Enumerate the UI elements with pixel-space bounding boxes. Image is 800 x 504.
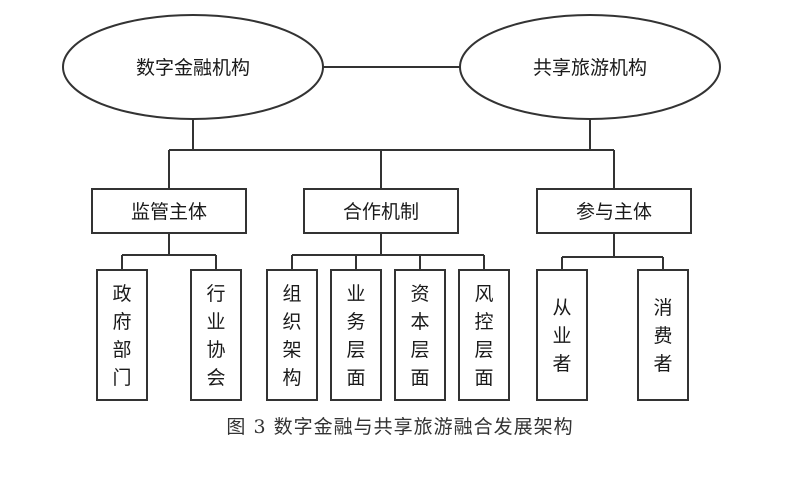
leaf-node-1-1: 政府部门 — [96, 269, 148, 401]
top-node-label: 共享旅游机构 — [533, 57, 647, 79]
leaf-node-label: 组织架构 — [282, 283, 301, 389]
connector-lines — [121, 66, 664, 270]
leaf-node-2-4: 风控层面 — [458, 269, 510, 401]
leaf-node-label: 政府部门 — [112, 283, 131, 389]
top-node-2: 共享旅游机构 — [459, 14, 721, 120]
leaf-node-1-2: 行业协会 — [190, 269, 242, 401]
leaf-node-2-2: 业务层面 — [330, 269, 382, 401]
group-node-3: 参与主体 — [536, 188, 692, 234]
leaf-node-label: 资本层面 — [410, 283, 429, 389]
leaf-node-label: 消费者 — [653, 297, 672, 375]
leaf-node-label: 行业协会 — [206, 283, 225, 389]
leaf-node-2-1: 组织架构 — [266, 269, 318, 401]
leaf-node-3-1: 从业者 — [536, 269, 588, 401]
top-node-label: 数字金融机构 — [136, 57, 250, 79]
leaf-node-3-2: 消费者 — [637, 269, 689, 401]
leaf-node-2-3: 资本层面 — [394, 269, 446, 401]
top-node-1: 数字金融机构 — [62, 14, 324, 120]
leaf-node-label: 风控层面 — [474, 283, 493, 389]
group-node-2: 合作机制 — [303, 188, 459, 234]
leaf-node-label: 从业者 — [552, 297, 571, 375]
group-node-1: 监管主体 — [91, 188, 247, 234]
leaf-node-label: 业务层面 — [346, 283, 365, 389]
group-node-label: 合作机制 — [343, 201, 419, 223]
group-node-label: 监管主体 — [131, 201, 207, 223]
figure-caption: 图 3 数字金融与共享旅游融合发展架构 — [226, 416, 574, 438]
group-node-label: 参与主体 — [576, 201, 652, 223]
